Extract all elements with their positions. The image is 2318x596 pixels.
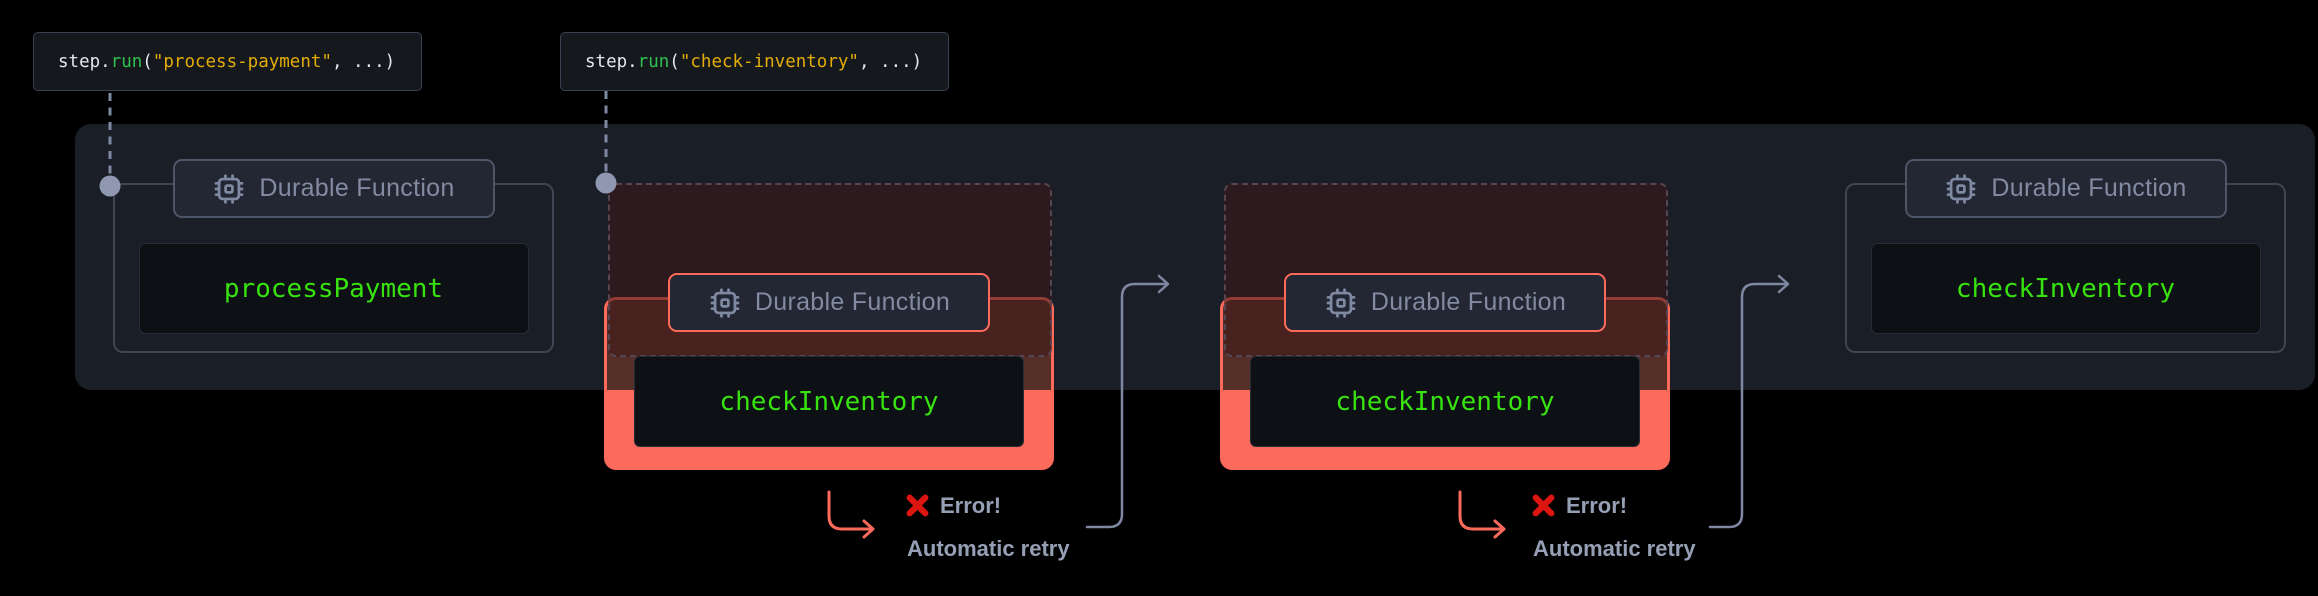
code-token-string: "process-payment" bbox=[152, 51, 332, 72]
durable-function-badge: Durable Function bbox=[172, 159, 495, 218]
function-name: checkInventory bbox=[1955, 273, 2176, 304]
automatic-retry-label-1: Automatic retry bbox=[907, 536, 1070, 561]
code-token: , ...) bbox=[331, 51, 396, 72]
function-name: processPayment bbox=[223, 273, 444, 304]
code-token-string: "check-inventory" bbox=[679, 51, 859, 72]
error-x-icon bbox=[1532, 494, 1555, 517]
function-name-box: checkInventory bbox=[1250, 356, 1640, 447]
durable-function-badge: Durable Function bbox=[1904, 159, 2227, 218]
durable-function-label: Durable Function bbox=[1370, 288, 1567, 316]
durable-function-label: Durable Function bbox=[754, 288, 951, 316]
cpu-icon bbox=[215, 173, 244, 204]
function-name: checkInventory bbox=[1335, 386, 1555, 417]
code-token: step. bbox=[58, 51, 111, 72]
code-token-run: run bbox=[637, 51, 670, 72]
cpu-icon bbox=[1947, 173, 1976, 204]
error-annotation-2: Error! bbox=[1531, 492, 1627, 519]
error-elbow-arrow-1 bbox=[827, 490, 874, 531]
code-token: step. bbox=[585, 51, 638, 72]
error-label: Error! bbox=[1566, 492, 1628, 518]
error-elbow-arrowhead-2 bbox=[1493, 519, 1506, 539]
code-token: ( bbox=[669, 51, 680, 72]
error-x-icon bbox=[906, 494, 929, 517]
error-label: Error! bbox=[940, 492, 1002, 518]
code-token: ( bbox=[142, 51, 153, 72]
error-elbow-arrowhead-1 bbox=[862, 519, 875, 539]
durable-function-box-3-failed: Durable Function checkInventory bbox=[1220, 273, 1670, 470]
code-snippet-check-inventory: step.run("check-inventory", ...) bbox=[560, 32, 949, 91]
function-name-box: checkInventory bbox=[634, 356, 1024, 447]
durable-function-box-4: Durable Function checkInventory bbox=[1845, 159, 2286, 353]
function-name-box: checkInventory bbox=[1870, 243, 2261, 334]
code-token-run: run bbox=[110, 51, 143, 72]
cpu-icon bbox=[710, 287, 740, 318]
code-snippet-process-payment: step.run("process-payment", ...) bbox=[33, 32, 422, 91]
error-elbow-arrow-2 bbox=[1458, 490, 1505, 531]
durable-function-badge: Durable Function bbox=[1284, 273, 1606, 332]
function-name-box: processPayment bbox=[138, 243, 529, 334]
durable-function-box-2-failed: Durable Function checkInventory bbox=[604, 273, 1054, 470]
error-annotation-1: Error! bbox=[905, 492, 1001, 519]
cpu-icon bbox=[1326, 287, 1356, 318]
durable-function-label: Durable Function bbox=[1991, 174, 2187, 202]
durable-function-box-1: Durable Function processPayment bbox=[113, 159, 554, 353]
durable-function-badge: Durable Function bbox=[668, 273, 990, 332]
code-token: , ...) bbox=[858, 51, 923, 72]
function-name: checkInventory bbox=[719, 386, 939, 417]
automatic-retry-label-2: Automatic retry bbox=[1533, 536, 1696, 561]
durable-function-label: Durable Function bbox=[259, 174, 455, 202]
